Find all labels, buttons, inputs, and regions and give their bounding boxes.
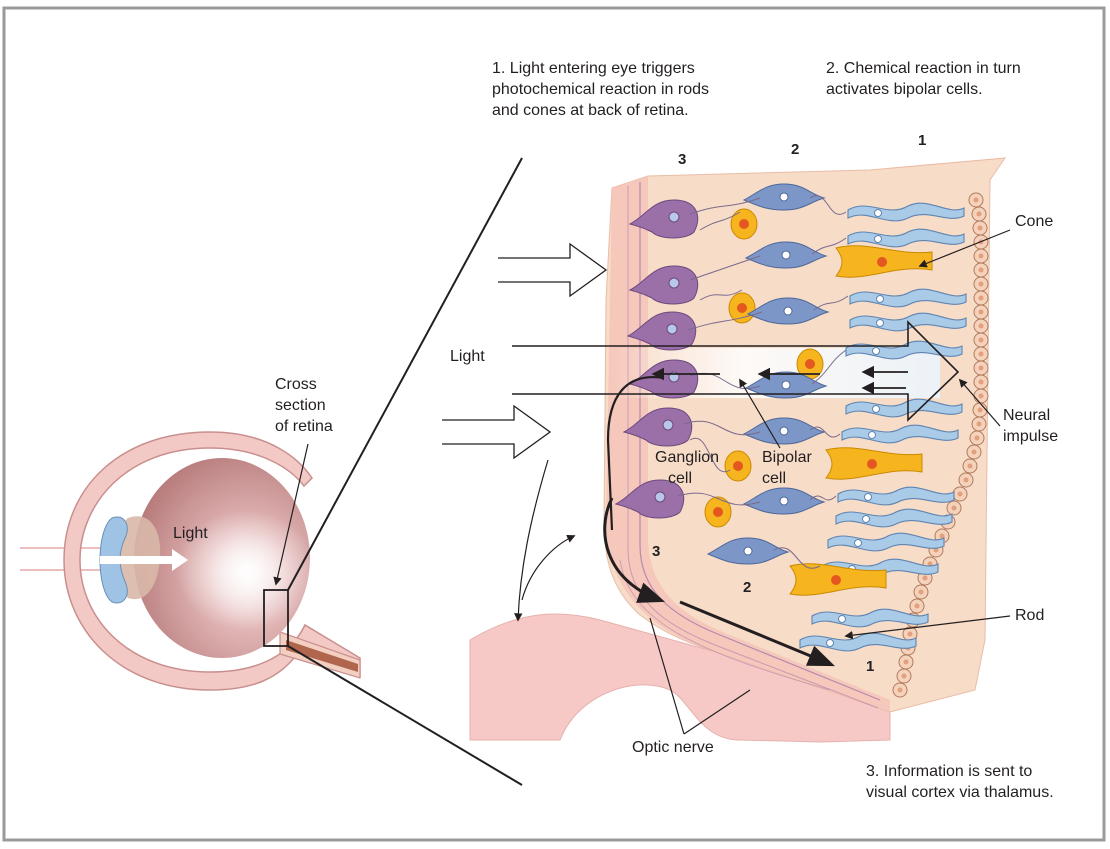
pigment-cell-nucleus [898, 688, 903, 693]
svg-text:impulse: impulse [1003, 428, 1058, 445]
pigment-cell-nucleus [979, 324, 984, 329]
retina-section [470, 158, 1005, 742]
cone-nucleus [867, 459, 877, 469]
svg-text:cell: cell [762, 470, 786, 487]
step-2-caption: 2. Chemical reaction in turn activates b… [826, 60, 1021, 98]
rod-nucleus [865, 494, 872, 501]
pigment-cell-nucleus [915, 604, 920, 609]
pigment-cell-nucleus [974, 198, 979, 203]
svg-text:3: 3 [652, 543, 660, 560]
bipolar-nucleus [782, 251, 790, 259]
pigment-cell-nucleus [919, 590, 924, 595]
bipolar-nucleus [782, 381, 790, 389]
svg-text:activates bipolar cells.: activates bipolar cells. [826, 81, 983, 98]
pigment-cell-nucleus [968, 464, 973, 469]
bipolar-nucleus [744, 547, 752, 555]
rod-nucleus [875, 236, 882, 243]
cone-nucleus [877, 257, 887, 267]
rod-nucleus [875, 210, 882, 217]
rod-nucleus [877, 296, 884, 303]
svg-text:3. Information is sent to: 3. Information is sent to [866, 763, 1032, 780]
bipolar-nucleus [780, 427, 788, 435]
pigment-cell-nucleus [979, 338, 984, 343]
pigment-cell-nucleus [902, 674, 907, 679]
pigment-cell-nucleus [977, 212, 982, 217]
svg-text:Neural: Neural [1003, 407, 1050, 424]
pigment-cell-nucleus [923, 576, 928, 581]
bipolar-nucleus [780, 193, 788, 201]
rod-nucleus [863, 516, 870, 523]
svg-text:1: 1 [918, 132, 926, 149]
svg-text:1. Light entering eye triggers: 1. Light entering eye triggers [492, 60, 695, 77]
pigment-cell-nucleus [964, 478, 969, 483]
rod-label: Rod [1015, 607, 1044, 624]
rod-nucleus [869, 432, 876, 439]
main-light-label: Light [450, 348, 485, 365]
pigment-cell-nucleus [979, 352, 984, 357]
svg-text:Ganglion: Ganglion [655, 449, 719, 466]
svg-text:1: 1 [866, 658, 874, 675]
svg-text:3: 3 [678, 151, 686, 168]
eye-illustration: Light [20, 432, 360, 690]
bipolar-nucleus [780, 497, 788, 505]
svg-text:Cross: Cross [275, 376, 317, 393]
ganglion-nucleus [663, 420, 673, 430]
ganglion-nucleus [669, 278, 679, 288]
pigment-cell-nucleus [979, 296, 984, 301]
svg-text:2: 2 [743, 579, 751, 596]
svg-text:Bipolar: Bipolar [762, 449, 812, 466]
pigment-cell-nucleus [908, 632, 913, 637]
amacrine-nucleus [805, 359, 815, 369]
rod-nucleus [855, 540, 862, 547]
light-arrow-1 [498, 244, 606, 296]
pigment-cell-nucleus [978, 226, 983, 231]
pigment-cell-nucleus [979, 310, 984, 315]
rod-nucleus [873, 348, 880, 355]
pigment-cell-nucleus [958, 492, 963, 497]
cone-nucleus [831, 575, 841, 585]
ganglion-nucleus [655, 492, 665, 502]
cone-label: Cone [1015, 213, 1053, 230]
amacrine-nucleus [713, 507, 723, 517]
svg-text:visual cortex via thalamus.: visual cortex via thalamus. [866, 784, 1054, 801]
pigment-cell-nucleus [904, 660, 909, 665]
step-3-caption: 3. Information is sent to visual cortex … [866, 763, 1054, 801]
amacrine-nucleus [739, 219, 749, 229]
amacrine-nucleus [737, 303, 747, 313]
pigment-cell-nucleus [979, 394, 984, 399]
svg-text:photochemical reaction in rods: photochemical reaction in rods [492, 81, 709, 98]
svg-text:and cones at back of retina.: and cones at back of retina. [492, 102, 689, 119]
amacrine-nucleus [733, 461, 743, 471]
rod-nucleus [839, 616, 846, 623]
bipolar-nucleus [784, 307, 792, 315]
pigment-cell-nucleus [979, 254, 984, 259]
pigment-cell-nucleus [979, 366, 984, 371]
rod-nucleus [827, 640, 834, 647]
pigment-cell-nucleus [975, 436, 980, 441]
pigment-cell-nucleus [979, 268, 984, 273]
eye-light-label: Light [173, 525, 208, 542]
light-arrow-2 [442, 406, 550, 458]
svg-text:2. Chemical reaction in turn: 2. Chemical reaction in turn [826, 60, 1021, 77]
ganglion-nucleus [669, 212, 679, 222]
pigment-cell-nucleus [979, 380, 984, 385]
svg-text:section: section [275, 397, 326, 414]
pigment-cell-nucleus [979, 282, 984, 287]
svg-text:cell: cell [668, 470, 692, 487]
step-1-caption: 1. Light entering eye triggers photochem… [492, 60, 709, 119]
pigment-cell-nucleus [977, 422, 982, 427]
rod-nucleus [873, 406, 880, 413]
cross-section-label: Cross section of retina [275, 376, 333, 435]
rod-nucleus [877, 320, 884, 327]
optic-nerve-label: Optic nerve [632, 739, 714, 756]
pigment-cell-nucleus [972, 450, 977, 455]
ganglion-nucleus [667, 324, 677, 334]
pigment-cell-nucleus [978, 408, 983, 413]
zoom-line-top [288, 158, 522, 590]
svg-text:2: 2 [791, 141, 799, 158]
svg-text:of retina: of retina [275, 418, 333, 435]
pigment-cell-nucleus [952, 506, 957, 511]
